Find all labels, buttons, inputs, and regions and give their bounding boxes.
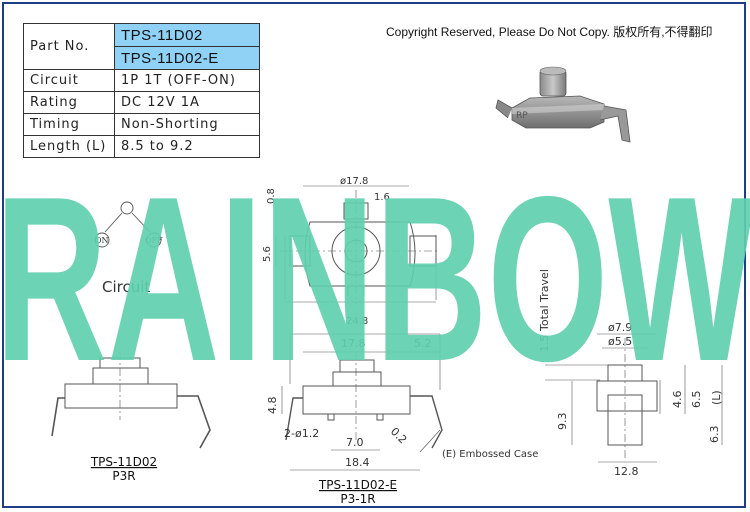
circuit-value: 1P 1T (OFF-ON) bbox=[114, 69, 260, 92]
front-dim-4-8: 4.8 bbox=[266, 397, 279, 415]
side-dim-l: (L) bbox=[710, 390, 723, 405]
model-name-1: TPS-11D02 bbox=[114, 23, 260, 47]
switch-photo: RP bbox=[495, 66, 631, 143]
top-dim-0-8: 0.8 bbox=[266, 188, 277, 204]
front-dim-18-4: 18.4 bbox=[345, 456, 370, 469]
circuit-off-label: OFF bbox=[145, 236, 163, 245]
rainbow-watermark: RAINBOW bbox=[0, 147, 750, 383]
embossed-note: (E) Embossed Case bbox=[442, 449, 538, 460]
top-dim-24-8: 24.8 bbox=[346, 316, 368, 327]
side-dim-7-9: ø7.9 bbox=[608, 321, 632, 334]
circuit-symbol bbox=[94, 201, 162, 248]
circuit-label: Circuit bbox=[23, 69, 115, 92]
copyright-notice: Copyright Reserved, Please Do Not Copy. … bbox=[386, 25, 713, 39]
side-dim-6-5: 6.5 bbox=[690, 391, 703, 409]
caption-mid-code: P3-1R bbox=[340, 492, 375, 506]
front-dim-7-0: 7.0 bbox=[346, 436, 364, 449]
front-dim-5-2: 5.2 bbox=[414, 337, 432, 350]
timing-label: Timing bbox=[23, 113, 115, 136]
front-dim-17-8: 17.8 bbox=[341, 337, 366, 350]
rating-value: DC 12V 1A bbox=[114, 91, 260, 114]
side-dim-9-3: 9.3 bbox=[556, 413, 569, 431]
caption-mid-model: TPS-11D02-E bbox=[318, 478, 397, 492]
left-front-view bbox=[51, 352, 211, 449]
length-value: 8.5 to 9.2 bbox=[114, 135, 260, 158]
top-view-drawing bbox=[275, 185, 440, 305]
side-dim-12-8: 12.8 bbox=[614, 465, 639, 478]
front-dim-0-2: 0.2 bbox=[388, 425, 410, 447]
caption-left-code: P3R bbox=[112, 469, 135, 483]
photo-badge: RP bbox=[516, 111, 528, 121]
top-dim-5-6: 5.6 bbox=[262, 246, 273, 262]
side-dim-4-6: 4.6 bbox=[671, 391, 684, 409]
spec-table: Part No. TPS-11D02 TPS-11D02-E Circuit 1… bbox=[23, 23, 260, 158]
top-dim-17-8: ø17.8 bbox=[340, 176, 368, 187]
length-label: Length (L) bbox=[23, 135, 115, 158]
front-dim-holes: 2-ø1.2 bbox=[284, 427, 319, 440]
caption-left-model: TPS-11D02 bbox=[90, 455, 157, 469]
top-dim-1-6: 1.6 bbox=[374, 192, 390, 203]
side-dim-6-3: 6.3 bbox=[708, 426, 721, 444]
circuit-caption: Circuit bbox=[102, 278, 150, 296]
middle-front-view bbox=[281, 333, 443, 471]
circuit-on-label: ON bbox=[95, 236, 109, 245]
side-dim-5-5: ø5.5 bbox=[608, 335, 632, 348]
watermark-text: RAINBOW bbox=[0, 147, 750, 383]
side-view bbox=[545, 333, 723, 463]
side-travel: 1.5 Total Travel bbox=[538, 269, 551, 352]
